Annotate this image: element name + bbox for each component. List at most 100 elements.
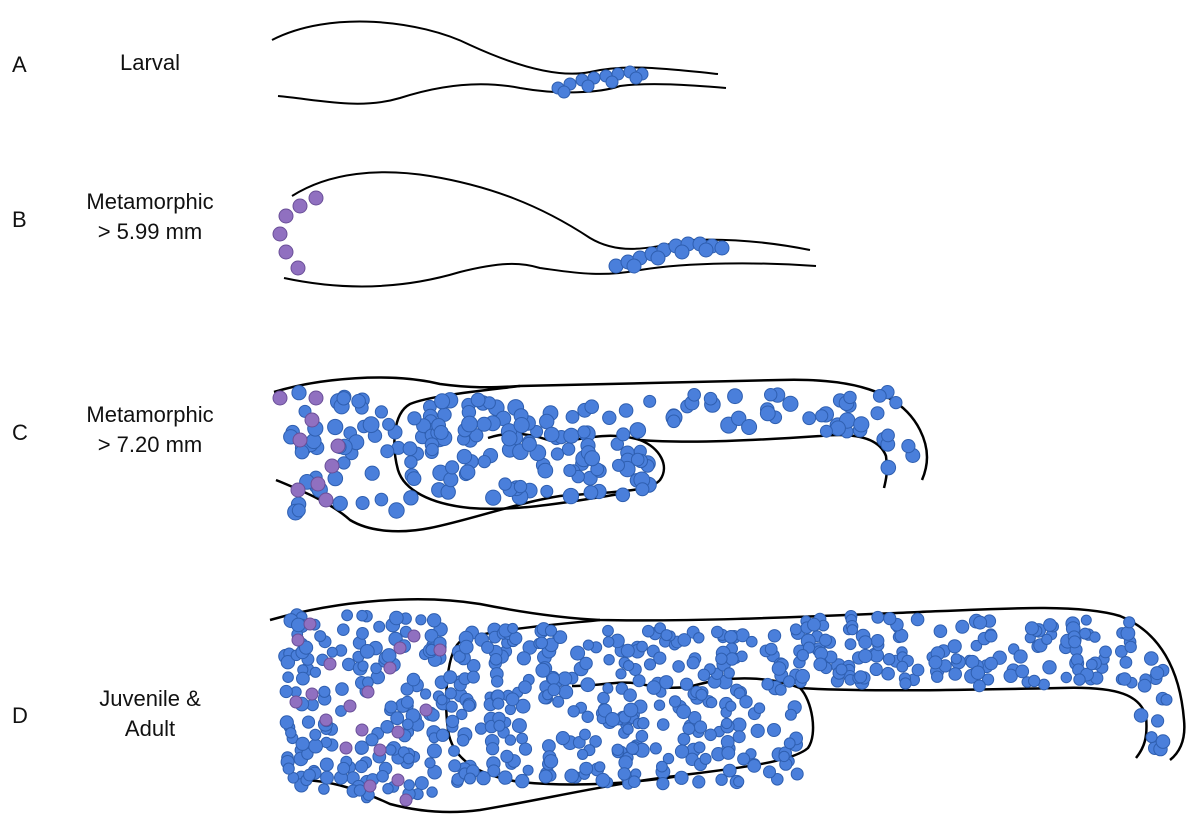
blue-cell [563, 488, 578, 503]
blue-cell [1080, 628, 1091, 639]
blue-cell [556, 732, 569, 745]
blue-cell [415, 777, 428, 790]
blue-cell [949, 668, 962, 681]
blue-cell [336, 683, 349, 696]
blue-cell [544, 427, 559, 442]
blue-cell [814, 658, 827, 671]
blue-cell [873, 390, 886, 403]
blue-cell [407, 472, 421, 486]
blue-cell [603, 683, 613, 693]
blue-cell [765, 643, 777, 655]
blue-cell [517, 652, 530, 665]
blue-cell [661, 630, 672, 641]
blue-cell [295, 445, 309, 459]
blue-cell [1061, 672, 1071, 682]
purple-cell [273, 227, 287, 241]
blue-cell [762, 678, 774, 690]
blue-cell [355, 760, 367, 772]
blue-cell [1161, 694, 1172, 705]
blue-cell [621, 644, 634, 657]
blue-cell [859, 636, 872, 649]
blue-cell [446, 715, 458, 727]
purple-cell [362, 686, 374, 698]
blue-cell [578, 749, 588, 759]
blue-cell [603, 637, 614, 648]
blue-cell [519, 743, 531, 755]
blue-cell [467, 671, 479, 683]
blue-cell [583, 640, 593, 650]
blue-cell [673, 661, 685, 673]
blue-cell [302, 716, 314, 728]
blue-cell [845, 639, 856, 650]
blue-cell [687, 657, 699, 669]
panel-c-gut [273, 378, 927, 532]
blue-cell [1125, 641, 1136, 652]
blue-cell [696, 689, 707, 700]
blue-cell [564, 465, 576, 477]
gut-outline-upper [272, 21, 718, 74]
blue-cell [734, 777, 744, 787]
blue-cell [283, 672, 294, 683]
blue-cell [338, 624, 350, 636]
blue-cell [871, 635, 884, 648]
blue-cell [627, 742, 639, 754]
blue-cell [522, 437, 536, 451]
blue-cell [427, 787, 437, 797]
purple-cell [320, 714, 332, 726]
blue-cell [681, 678, 693, 690]
blue-cell [319, 686, 330, 697]
blue-cell [426, 443, 438, 455]
blue-cell [405, 456, 417, 468]
blue-cell [292, 386, 306, 400]
blue-cell [657, 778, 669, 790]
blue-cell [754, 703, 765, 714]
blue-cell [728, 389, 743, 404]
blue-cell [675, 245, 689, 259]
purple-cell [400, 794, 412, 806]
blue-cell [700, 753, 711, 764]
blue-cell [377, 771, 389, 783]
blue-cell [551, 448, 563, 460]
blue-cell [633, 675, 645, 687]
purple-cell [392, 726, 404, 738]
blue-cell [606, 76, 618, 88]
blue-cell [694, 742, 705, 753]
blue-cell [407, 673, 420, 686]
blue-cell [292, 618, 306, 632]
blue-cell [630, 72, 642, 84]
blue-cell [494, 720, 505, 731]
blue-cell [934, 625, 947, 638]
blue-cell [292, 504, 305, 517]
blue-cell [726, 701, 736, 711]
blue-cell [514, 480, 526, 492]
blue-cell [932, 671, 943, 682]
blue-cell [514, 418, 529, 433]
blue-cell [669, 696, 680, 707]
blue-cell [747, 636, 758, 647]
purple-cell [291, 261, 305, 275]
blue-cell [585, 451, 600, 466]
blue-cell [381, 445, 394, 458]
blue-cell [911, 613, 924, 626]
blue-cell [427, 614, 440, 627]
blue-cell [854, 417, 869, 432]
blue-cell [558, 86, 570, 98]
blue-cell [512, 719, 526, 733]
blue-cell [1100, 646, 1112, 658]
blue-cell [705, 729, 717, 741]
blue-cell [437, 729, 449, 741]
blue-cell [738, 753, 750, 765]
blue-cell [444, 473, 458, 487]
blue-cell [445, 688, 456, 699]
blue-cell [675, 771, 688, 784]
blue-cell [541, 485, 553, 497]
blue-cell [694, 721, 706, 733]
blue-cell [768, 630, 780, 642]
blue-cell [327, 647, 337, 657]
blue-cell [882, 429, 895, 442]
purple-cell [291, 483, 305, 497]
purple-cell [434, 644, 446, 656]
blue-cell [501, 750, 513, 762]
blue-cell [816, 410, 828, 422]
blue-cell [859, 649, 872, 662]
